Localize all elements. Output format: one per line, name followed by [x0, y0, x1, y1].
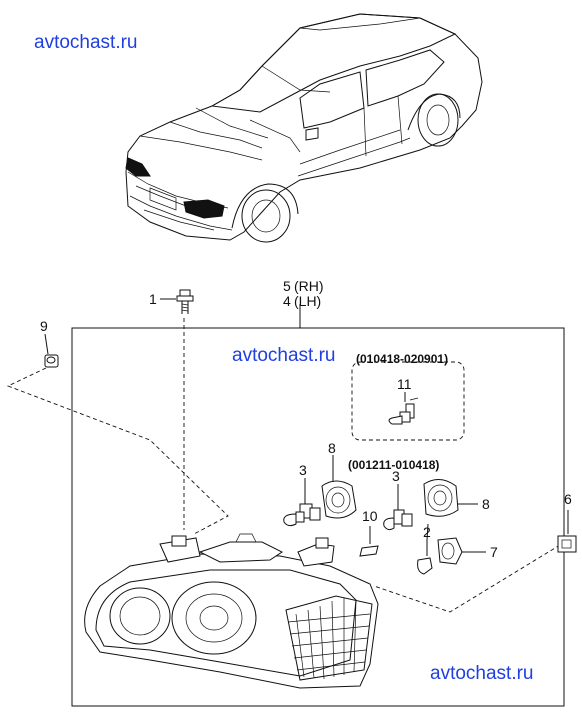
callout-3a: 3 — [299, 462, 307, 478]
car-illustration — [125, 13, 483, 243]
leader-line-9 — [44, 333, 49, 355]
date-code-lower: (001211-010418) — [348, 458, 440, 472]
dashed-leaders — [6, 318, 561, 613]
clip-part-10 — [359, 526, 379, 557]
clip-part-6 — [557, 510, 577, 553]
assembly-frame — [71, 308, 565, 707]
bulb-part-3a — [283, 478, 321, 527]
bulb-part-3b — [383, 484, 413, 531]
callout-1: 1 — [149, 291, 157, 307]
bulb-part-11 — [388, 397, 419, 425]
bulb-part-2 — [417, 540, 433, 575]
callout-8a: 8 — [328, 440, 336, 456]
watermark-top: avtochast.ru — [34, 32, 138, 53]
callout-7: 7 — [490, 544, 498, 560]
socket-part-7 — [437, 537, 486, 565]
screw-part — [176, 289, 194, 314]
headlamp-assembly — [84, 533, 379, 689]
callout-3b: 3 — [392, 468, 400, 484]
watermark-bottom: avtochast.ru — [430, 663, 534, 684]
cover-part-8a — [321, 455, 357, 519]
callout-10: 10 — [362, 508, 378, 524]
callout-4-note: (LH) — [294, 293, 322, 309]
leader-line-2 — [426, 523, 429, 541]
cover-part-8b — [423, 479, 478, 517]
callout-5: 5 — [283, 278, 291, 294]
callout-8b: 8 — [482, 496, 490, 512]
callout-5-note: (RH) — [294, 278, 324, 294]
callout-4: 4 — [283, 293, 291, 309]
date-code-upper: (010418-020901) — [356, 352, 449, 366]
callout-9: 9 — [40, 318, 48, 334]
watermark-middle: avtochast.ru — [232, 345, 336, 366]
callout-6: 6 — [564, 491, 572, 507]
callout-2: 2 — [423, 524, 431, 540]
callout-11: 11 — [397, 376, 412, 392]
nut-part — [44, 354, 59, 368]
